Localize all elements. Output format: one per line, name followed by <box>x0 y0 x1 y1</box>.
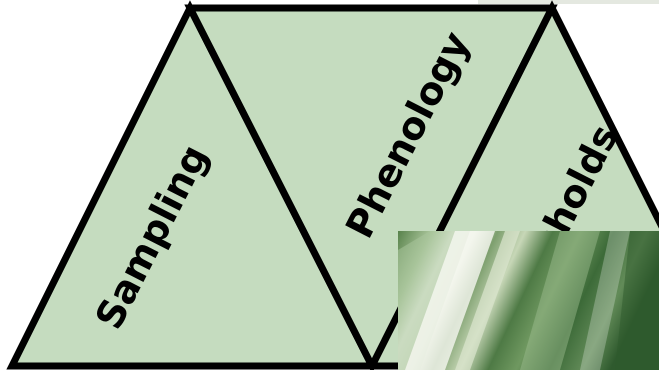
photo-edge-top <box>478 0 659 4</box>
leaf-photo <box>398 231 659 370</box>
